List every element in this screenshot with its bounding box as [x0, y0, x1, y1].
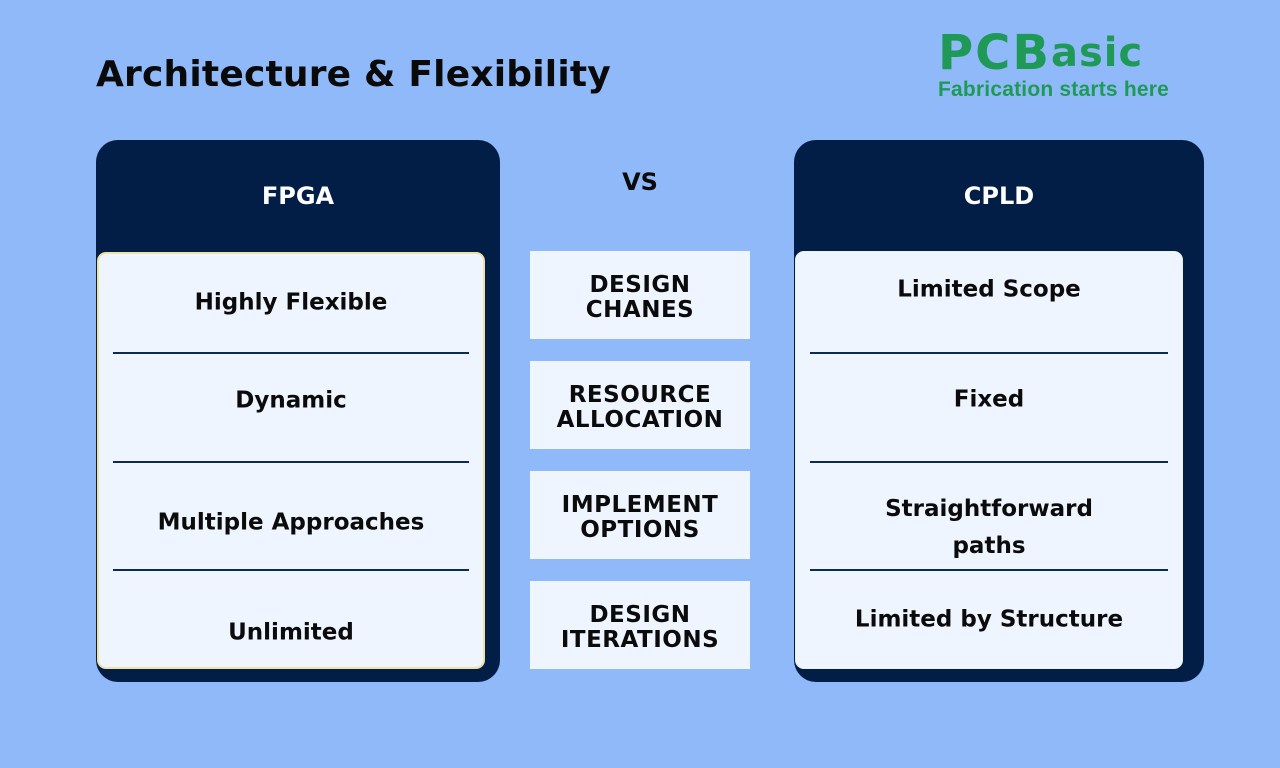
row-divider [113, 461, 469, 463]
criteria-implement-options: IMPLEMENT OPTIONS [530, 471, 750, 559]
logo-mark-pcb: PCB [938, 25, 1051, 81]
vs-label: VS [622, 168, 658, 196]
fpga-row-implement-options: Multiple Approaches [157, 509, 425, 536]
cpld-card: CPLD Limited Scope Fixed Straightforward… [794, 140, 1204, 682]
criteria-line: DESIGN [589, 272, 691, 298]
logo-tagline: Fabrication starts here [938, 78, 1170, 101]
fpga-row-design-iterations: Unlimited [228, 619, 354, 646]
criteria-design-changes: DESIGN CHANES [530, 251, 750, 339]
criteria-line: IMPLEMENT [561, 492, 719, 518]
cpld-row-implement-options: Straightforward paths [885, 496, 1093, 559]
cpld-card-body: Limited Scope Fixed Straightforward path… [795, 251, 1183, 669]
fpga-card-body: Highly Flexible Dynamic Multiple Approac… [97, 252, 485, 669]
row-divider [810, 569, 1168, 571]
criteria-line: DESIGN [589, 602, 691, 628]
criteria-line: ITERATIONS [560, 627, 720, 653]
logo-mark-asic: asic [1051, 30, 1144, 76]
fpga-row-resource-allocation: Dynamic [235, 387, 347, 414]
row-divider [113, 352, 469, 354]
page-title: Architecture & Flexibility [96, 54, 611, 95]
criteria-line: CHANES [585, 297, 695, 323]
criteria-design-iterations: DESIGN ITERATIONS [530, 581, 750, 669]
row-divider [113, 569, 469, 571]
criteria-line: OPTIONS [580, 517, 700, 543]
criteria-line: RESOURCE [568, 382, 712, 408]
row-divider [810, 461, 1168, 463]
cpld-card-title: CPLD [963, 182, 1035, 210]
cpld-row-design-changes: Limited Scope [897, 276, 1081, 303]
fpga-row-design-changes: Highly Flexible [194, 289, 388, 316]
criteria-line: ALLOCATION [556, 407, 724, 433]
criteria-resource-allocation: RESOURCE ALLOCATION [530, 361, 750, 449]
cpld-row-design-iterations: Limited by Structure [854, 606, 1124, 633]
fpga-card: FPGA Highly Flexible Dynamic Multiple Ap… [96, 140, 500, 682]
cpld-row-resource-allocation: Fixed [953, 386, 1025, 413]
row-divider [810, 352, 1168, 354]
fpga-card-title: FPGA [261, 182, 335, 210]
